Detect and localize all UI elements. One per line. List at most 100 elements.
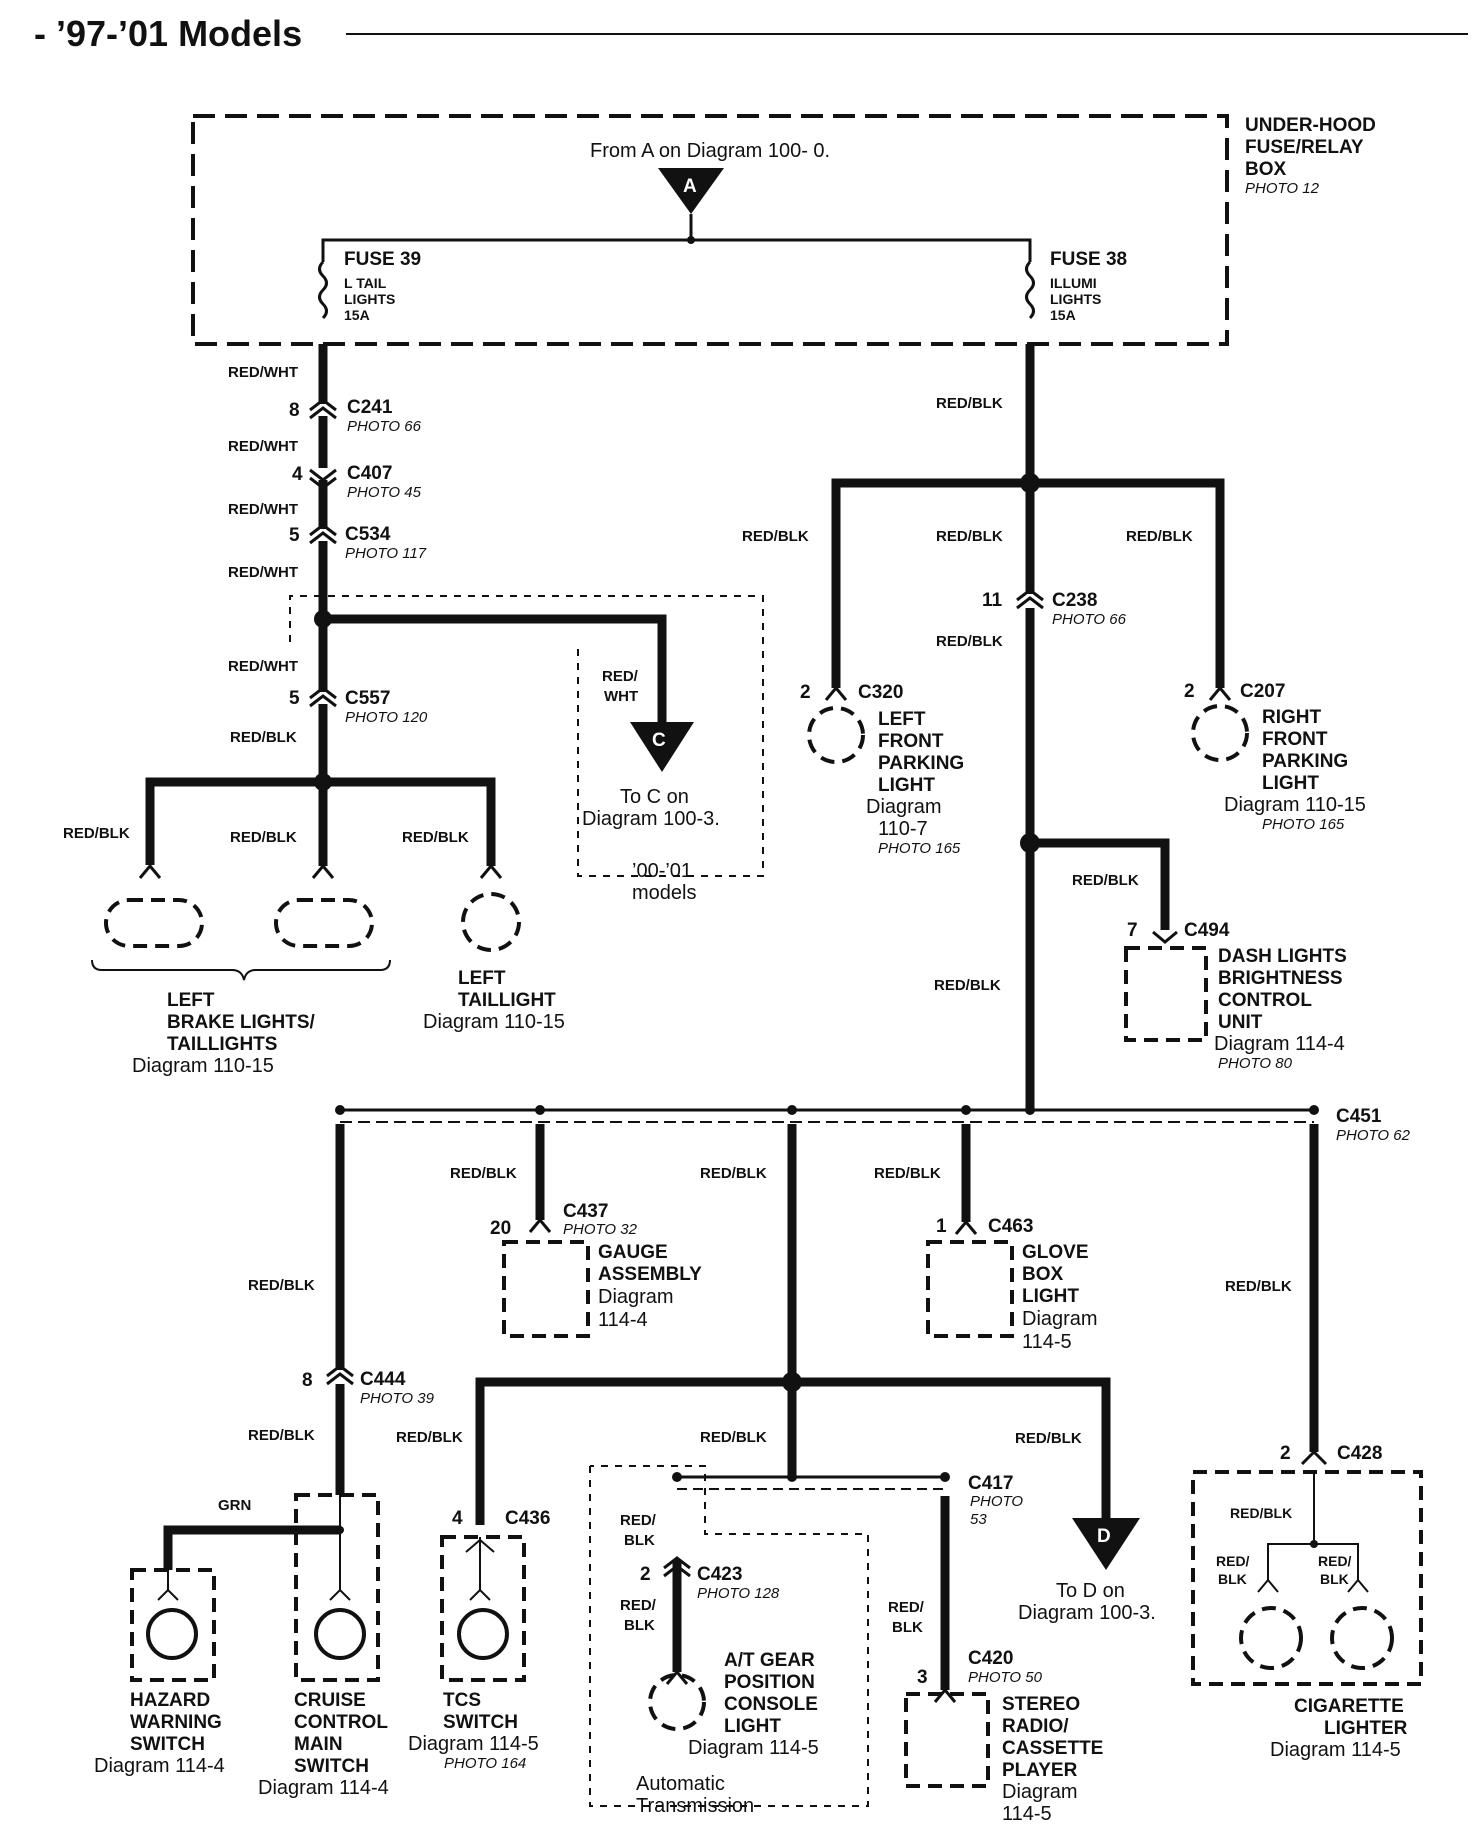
rfp-label-3: PARKING [1262, 751, 1348, 772]
c423-photo: PHOTO 128 [697, 1585, 780, 1602]
cruise-label-2: CONTROL [294, 1712, 388, 1733]
stereo-label-1: STEREO [1002, 1694, 1080, 1715]
c241-name: C241 [347, 397, 393, 418]
wire-red-blk-b4: RED/BLK [248, 1277, 315, 1294]
c444-photo: PHOTO 39 [360, 1390, 435, 1407]
gauge-diagram-1: Diagram [598, 1286, 674, 1308]
tcs-switch-box [440, 1535, 526, 1682]
fuse39-desc-2: LIGHTS [344, 291, 395, 307]
tcs-switch-lamp [457, 1608, 509, 1660]
fuse-box-name-3: BOX [1245, 159, 1287, 180]
c241-photo: PHOTO 66 [347, 418, 422, 435]
to-d-triangle [1072, 1518, 1140, 1570]
cigarette-element-2 [1330, 1606, 1394, 1670]
left-brake-brace [91, 959, 391, 981]
left-brake-label-1: LEFT [167, 990, 215, 1011]
c207-pin: 2 [1184, 681, 1195, 702]
c420-photo: PHOTO 50 [968, 1669, 1043, 1686]
c444-pin: 8 [302, 1370, 313, 1391]
gauge-diagram-2: 114-4 [598, 1309, 648, 1331]
wire-grn: GRN [218, 1497, 251, 1514]
cruise-label-1: CRUISE [294, 1690, 366, 1711]
left-brake-label-3: TAILLIGHTS [167, 1034, 277, 1055]
fuse-box-name-2: FUSE/RELAY [1245, 137, 1364, 158]
tcs-diagram: Diagram 114-5 [408, 1733, 539, 1755]
c238-pin: 11 [982, 590, 1003, 611]
to-c-letter: C [652, 730, 666, 751]
wire-red-blk-b8: RED/BLK [700, 1429, 767, 1446]
fuse-box-name-1: UNDER-HOOD [1245, 115, 1376, 136]
to-d-line-2: Diagram 100-3. [1018, 1602, 1156, 1624]
cig-wire-blk-l: BLK [1218, 1571, 1247, 1587]
tcs-label-1: TCS [443, 1690, 481, 1711]
optional-area-at [589, 1465, 869, 1807]
gauge-label-1: GAUGE [598, 1242, 668, 1263]
lfp-photo: PHOTO 165 [878, 840, 961, 857]
c407-pin: 4 [292, 464, 303, 485]
stereo-diagram-1: Diagram [1002, 1781, 1078, 1803]
cig-label-2: LIGHTER [1324, 1718, 1408, 1739]
cig-diagram: Diagram 114-5 [1270, 1739, 1401, 1761]
at-label-3: CONSOLE [724, 1694, 818, 1715]
tcs-label-2: SWITCH [443, 1712, 518, 1733]
at-gear-lamp [648, 1673, 706, 1731]
c437-pin: 20 [490, 1218, 511, 1239]
left-taillight-label-2: TAILLIGHT [458, 990, 556, 1011]
c207-name: C207 [1240, 681, 1285, 702]
to-c-line-2: Diagram 100-3. [582, 808, 720, 830]
lfp-label-4: LIGHT [878, 775, 935, 796]
cig-wire-red-r: RED/ [1318, 1553, 1352, 1569]
wire-red-blk-b3: RED/BLK [874, 1165, 941, 1182]
fuse39-desc-1: L TAIL [344, 275, 387, 291]
glove-diagram-2: 114-5 [1022, 1331, 1072, 1353]
right-front-parking-bulb [1191, 704, 1249, 762]
c534-photo: PHOTO 117 [345, 545, 427, 562]
source-a-letter: A [683, 176, 697, 197]
gauge-label-2: ASSEMBLY [598, 1264, 702, 1285]
c428-pin: 2 [1280, 1443, 1291, 1464]
cig-wire-red-blk: RED/BLK [1230, 1505, 1292, 1521]
c494-name: C494 [1184, 920, 1230, 941]
wire-red-blk-r4: RED/BLK [1126, 528, 1193, 545]
rfp-label-1: RIGHT [1262, 707, 1322, 728]
c238-name: C238 [1052, 590, 1097, 611]
cruise-switch-lamp [314, 1608, 366, 1660]
splice-left-2 [314, 773, 332, 791]
c451-name: C451 [1336, 1106, 1382, 1127]
wire-red-wht-3: RED/WHT [228, 501, 298, 518]
wire-red-wht-2: RED/WHT [228, 438, 298, 455]
c557-pin: 5 [289, 688, 300, 709]
left-brake-bulb-2 [274, 898, 374, 948]
dash-label-3: CONTROL [1218, 990, 1312, 1011]
c436-pin: 4 [452, 1508, 463, 1529]
wire-red-blk-l2: RED/BLK [63, 825, 130, 842]
rfp-diagram: Diagram 110-15 [1224, 794, 1366, 816]
wire-red-blk-b2: RED/BLK [700, 1165, 767, 1182]
wire-red-blk-l3: RED/BLK [230, 829, 297, 846]
lfp-diagram-1: Diagram [866, 796, 942, 818]
c534-pin: 5 [289, 525, 300, 546]
c534-name: C534 [345, 524, 391, 545]
cruise-label-4: SWITCH [294, 1756, 369, 1777]
to-c-wire-wht: WHT [604, 688, 638, 705]
stereo-label-4: PLAYER [1002, 1760, 1078, 1781]
c417-photo-1: PHOTO [970, 1493, 1023, 1510]
c463-name: C463 [988, 1216, 1033, 1237]
rfp-label-4: LIGHT [1262, 773, 1319, 794]
lfp-label-3: PARKING [878, 753, 964, 774]
left-brake-diagram: Diagram 110-15 [132, 1055, 274, 1077]
tcs-photo: PHOTO 164 [444, 1755, 526, 1772]
c320-pin: 2 [800, 682, 811, 703]
at-wire-blk-2: BLK [624, 1617, 655, 1634]
hazard-diagram: Diagram 114-4 [94, 1755, 225, 1777]
c417-name: C417 [968, 1473, 1013, 1494]
wire-red-blk-r2: RED/BLK [742, 528, 809, 545]
fuse38-desc-2: LIGHTS [1050, 291, 1101, 307]
left-brake-label-2: BRAKE LIGHTS/ [167, 1012, 316, 1033]
c423-pin: 2 [640, 1564, 651, 1585]
wire-red-blk-b6: RED/BLK [248, 1427, 315, 1444]
c423-name: C423 [697, 1564, 742, 1585]
hazard-switch-box [130, 1568, 216, 1682]
fuse-box-photo: PHOTO 12 [1245, 180, 1320, 197]
splice-left-1 [314, 610, 332, 628]
